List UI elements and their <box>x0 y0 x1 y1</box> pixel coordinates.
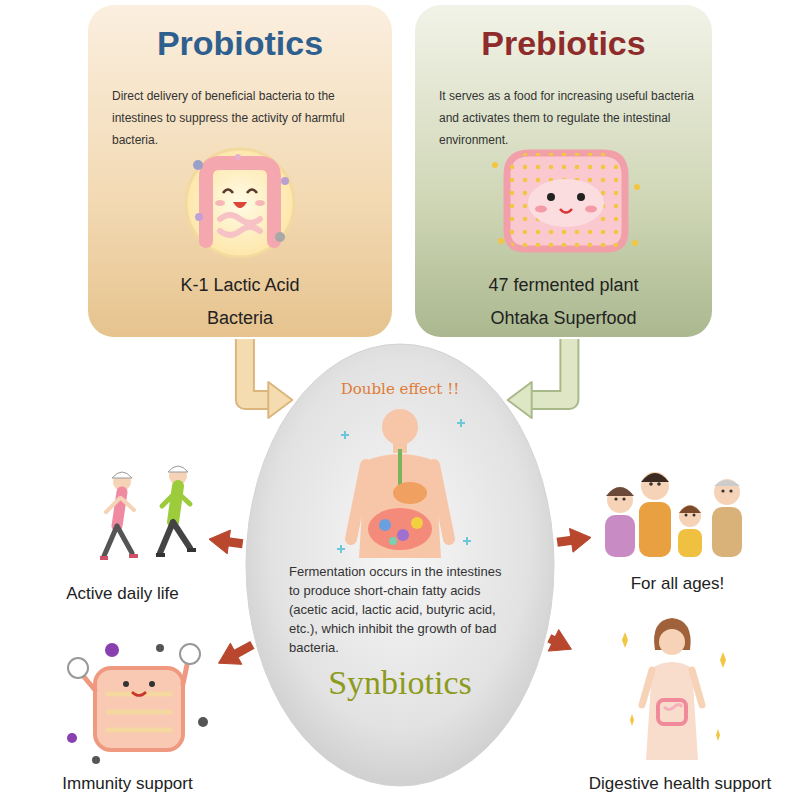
flow-arrow <box>219 643 253 664</box>
ellipse-body: Fermentation occurs in the intestines to… <box>289 562 515 657</box>
benefit-node: Immunity support <box>40 630 215 795</box>
ellipse-title: Synbiotics <box>245 663 555 703</box>
box-title: Prebiotics <box>415 23 712 63</box>
flow-arrow <box>245 339 292 418</box>
flow-arrow <box>209 530 243 554</box>
joggers-illustration <box>100 466 196 558</box>
flow-arrow <box>557 528 591 552</box>
benefit-node: For all ages! <box>595 455 760 595</box>
tagline: Double effect !! <box>245 379 555 399</box>
woman-illustration <box>622 618 726 760</box>
description: It serves as a food for increasing usefu… <box>439 85 694 151</box>
probiotics-box: ProbioticsDirect delivery of beneficial … <box>88 5 392 337</box>
benefit-text: Immunity support <box>62 773 192 795</box>
flow-arrow <box>548 630 571 652</box>
benefit-text: Active daily life <box>66 583 178 605</box>
flow-arrow <box>508 339 570 418</box>
benefit-text: Digestive health support <box>589 773 771 795</box>
benefit-node: Digestive health support <box>575 610 785 795</box>
benefit-node: Active daily life <box>40 450 205 605</box>
product-name: 47 fermented plant Ohtaka Superfood <box>464 269 664 335</box>
family-illustration <box>605 472 742 557</box>
synbiotics-ellipse: Double effect !! Fermentation occurs in t… <box>245 343 555 787</box>
product-name: K-1 Lactic Acid Bacteria <box>155 269 325 335</box>
prebiotics-box: Prebiotics It serves as a food for increa… <box>415 5 712 337</box>
box-title: Probiotics <box>88 23 392 63</box>
benefit-text: For all ages! <box>631 573 725 595</box>
description: Direct delivery of beneficial bacteria t… <box>112 85 374 151</box>
immunity-illustration <box>67 643 208 764</box>
